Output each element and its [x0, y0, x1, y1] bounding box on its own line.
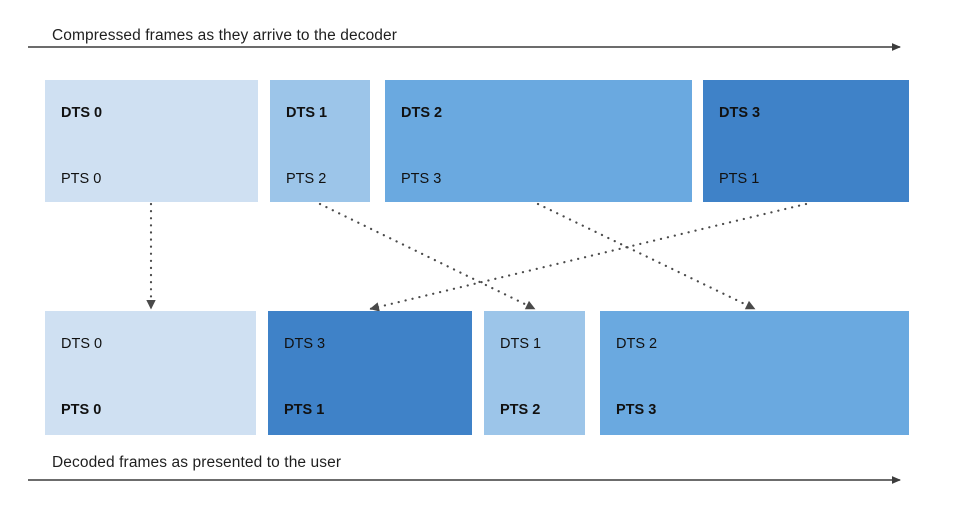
connector-dts2-pts3	[536, 202, 757, 311]
bottom-frame-2-dts: DTS 1	[500, 336, 542, 352]
top-frame-1-pts: PTS 2	[286, 171, 327, 187]
bottom-frame-2[interactable]: DTS 1 PTS 2	[484, 311, 585, 435]
bottom-frame-1-dts: DTS 3	[284, 336, 326, 352]
top-frame-2[interactable]: DTS 2 PTS 3	[385, 80, 692, 202]
bottom-frame-0-pts: PTS 0	[61, 402, 102, 418]
top-frame-3-pts: PTS 1	[719, 171, 760, 187]
bottom-frame-3-pts: PTS 3	[616, 402, 657, 418]
bottom-frame-2-pts: PTS 2	[500, 402, 541, 418]
connector-dts1-pts2	[318, 202, 537, 311]
bottom-frame-0[interactable]: DTS 0 PTS 0	[45, 311, 256, 435]
bottom-axis-label: Decoded frames as presented to the user	[52, 454, 342, 471]
bottom-frame-0-dts: DTS 0	[61, 336, 103, 352]
bottom-frame-1[interactable]: DTS 3 PTS 1	[268, 311, 472, 435]
top-frame-3-dts: DTS 3	[719, 105, 761, 121]
top-frame-0[interactable]: DTS 0 PTS 0	[45, 80, 258, 202]
bottom-frame-1-pts: PTS 1	[284, 402, 325, 418]
bottom-axis-arrow-icon	[28, 476, 901, 484]
top-axis-arrow-icon	[28, 43, 901, 51]
top-axis-label: Compressed frames as they arrive to the …	[52, 27, 397, 44]
top-frame-1-dts: DTS 1	[286, 105, 328, 121]
top-frame-2-pts: PTS 3	[401, 171, 442, 187]
top-frame-3[interactable]: DTS 3 PTS 1	[703, 80, 909, 202]
top-frame-1[interactable]: DTS 1 PTS 2	[270, 80, 370, 202]
top-frame-2-dts: DTS 2	[401, 105, 443, 121]
top-frame-0-dts: DTS 0	[61, 105, 103, 121]
bottom-frame-3[interactable]: DTS 2 PTS 3	[600, 311, 909, 435]
bottom-frame-3-dts: DTS 2	[616, 336, 658, 352]
top-frame-0-pts: PTS 0	[61, 171, 102, 187]
connector-dts3-pts1	[368, 202, 808, 312]
